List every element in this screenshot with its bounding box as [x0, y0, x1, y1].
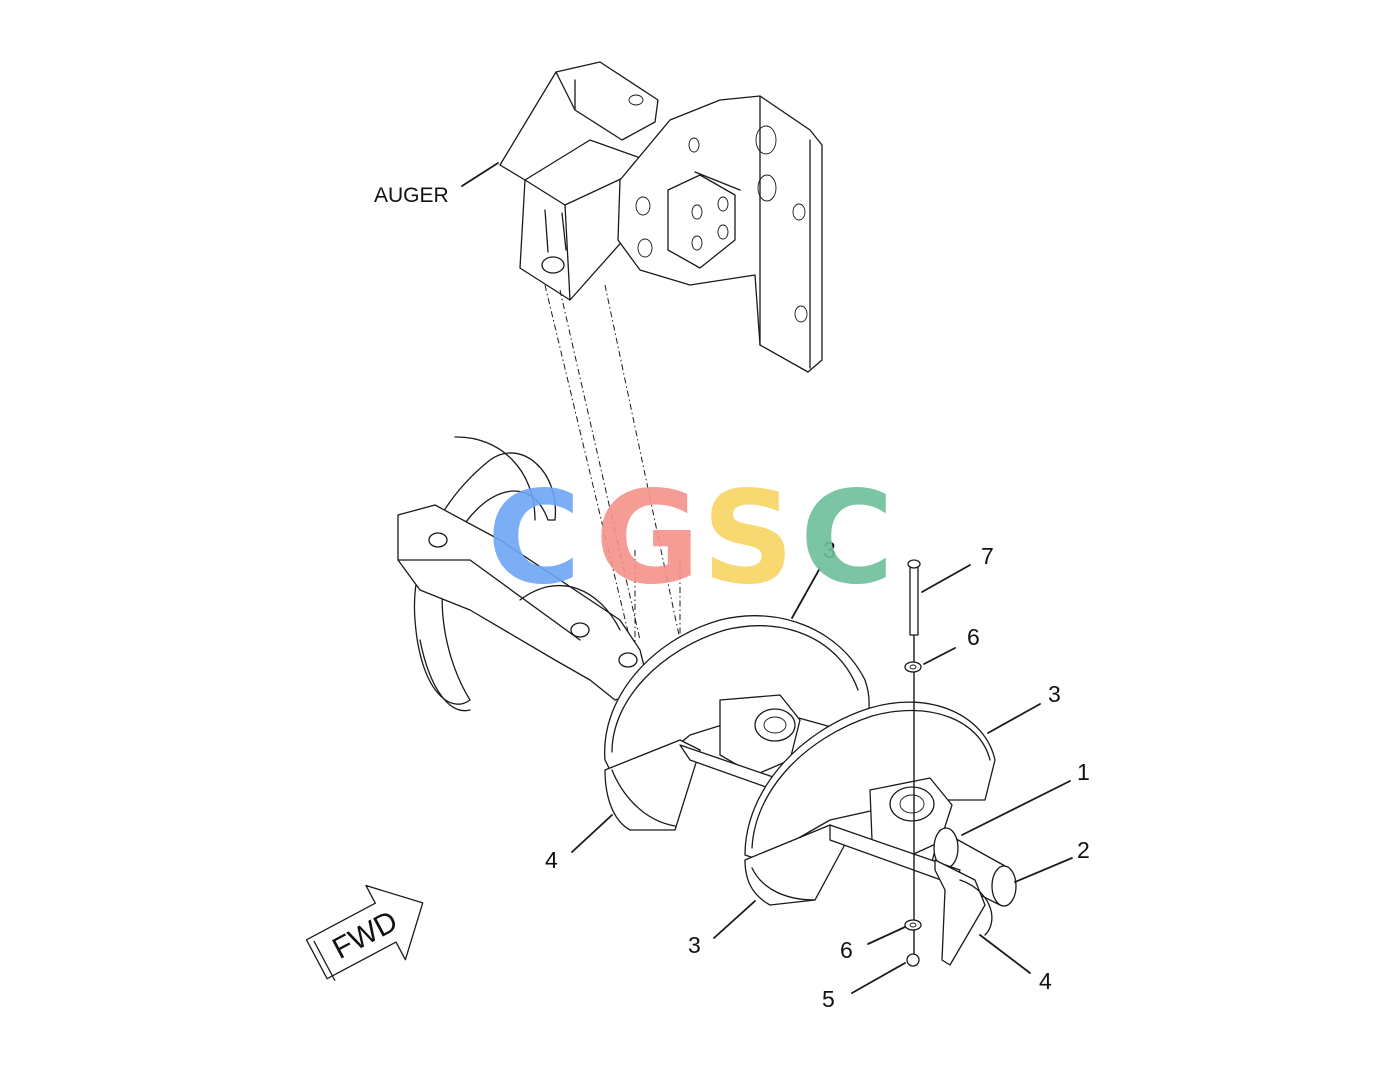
callout-2: 2 — [1077, 837, 1090, 863]
forward-arrow: FWD — [305, 884, 424, 981]
callout-6-upper: 6 — [967, 624, 980, 650]
callout-5: 5 — [822, 986, 835, 1012]
cgsc-watermark-logo: C G S C — [487, 464, 894, 613]
watermark-letter-c2: C — [800, 464, 894, 613]
callout-3-top: 3 — [823, 537, 836, 563]
callouts: 3 7 6 3 1 2 4 3 6 5 4 — [545, 537, 1090, 1012]
callout-3-bottom: 3 — [688, 932, 701, 958]
auger-label: AUGER — [374, 184, 449, 207]
auger-label-group: AUGER — [374, 162, 499, 207]
callout-3-right: 3 — [1048, 681, 1061, 707]
watermark-letter-g: G — [595, 464, 700, 613]
callout-1: 1 — [1077, 759, 1090, 785]
callout-4-left: 4 — [545, 847, 558, 873]
fastener-stack — [904, 559, 922, 967]
callout-4-right: 4 — [1039, 968, 1052, 994]
callout-7: 7 — [981, 543, 994, 569]
rear-auger — [397, 436, 651, 712]
callout-6-lower: 6 — [840, 937, 853, 963]
front-auger — [744, 701, 1017, 966]
watermark-letter-s: S — [702, 464, 794, 613]
middle-auger — [604, 615, 870, 831]
mounting-bracket — [499, 61, 823, 700]
watermark-letter-c1: C — [487, 464, 581, 613]
